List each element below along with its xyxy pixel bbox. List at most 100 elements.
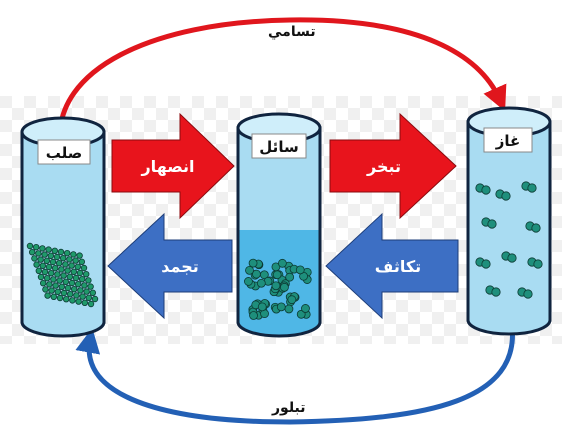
- particle: [66, 256, 73, 263]
- particle: [31, 255, 38, 262]
- particle: [41, 251, 48, 258]
- particle: [79, 293, 86, 300]
- particle: [245, 265, 254, 275]
- deposition-curve: [75, 325, 515, 425]
- particle: [82, 271, 90, 278]
- particle: [57, 248, 65, 256]
- liquid-label: سائل: [259, 138, 298, 156]
- particle: [58, 266, 65, 273]
- particle: [74, 263, 81, 270]
- particle: [52, 265, 59, 272]
- particle: [280, 282, 289, 292]
- particle: [301, 304, 310, 313]
- particle: [62, 278, 70, 285]
- particle: [78, 276, 86, 283]
- liquid-label-box: [251, 133, 307, 159]
- particle: [244, 277, 253, 286]
- particle: [287, 295, 297, 305]
- particle: [41, 268, 49, 276]
- particle: [50, 276, 57, 283]
- particle: [33, 261, 40, 268]
- particle: [276, 302, 286, 312]
- particle: [66, 291, 74, 298]
- sublimation-curve: [57, 17, 507, 143]
- condensation-label: تكاثف: [375, 257, 421, 276]
- particle: [48, 287, 55, 294]
- particle: [77, 287, 84, 294]
- particle: [81, 299, 88, 306]
- freezing-arrow: [107, 212, 233, 320]
- particle: [248, 258, 258, 268]
- particle: [50, 293, 57, 300]
- particle: [70, 268, 77, 275]
- particle: [44, 292, 51, 299]
- particle: [64, 267, 71, 274]
- melting-arrow: [111, 112, 235, 220]
- particle: [256, 278, 266, 288]
- particle: [64, 284, 72, 292]
- liquid-container: [236, 112, 322, 338]
- particle: [63, 249, 71, 257]
- gas-container: [466, 106, 552, 336]
- particle: [60, 255, 67, 262]
- particle: [80, 264, 88, 272]
- particle: [54, 288, 61, 295]
- particle: [29, 248, 36, 256]
- particle: [284, 304, 294, 314]
- particle: [51, 247, 58, 254]
- particle: [62, 296, 70, 303]
- particle: [45, 263, 53, 271]
- particle: [44, 275, 51, 282]
- particle: [37, 256, 44, 263]
- particle: [62, 261, 69, 268]
- gas-label-box: [483, 127, 533, 153]
- liquid-particles: [244, 258, 312, 320]
- freezing-label: تجمد: [161, 257, 199, 276]
- particle: [45, 246, 52, 253]
- particle: [75, 298, 82, 305]
- particle: [74, 281, 82, 288]
- particle: [81, 282, 88, 289]
- particle: [56, 294, 64, 302]
- melting-label: انصهار: [140, 157, 194, 176]
- particle: [35, 267, 42, 274]
- particle: [68, 262, 75, 269]
- particle: [49, 258, 57, 266]
- particle: [87, 283, 94, 290]
- particle: [43, 257, 50, 264]
- particle: [54, 271, 61, 278]
- evaporation-arrow: [329, 112, 457, 220]
- particle: [72, 274, 80, 282]
- particle: [56, 260, 63, 267]
- particle: [37, 273, 45, 281]
- solid-label-box: [37, 139, 91, 165]
- particle: [533, 259, 543, 269]
- particle: [272, 270, 282, 280]
- particle: [491, 287, 501, 297]
- particle: [47, 252, 54, 259]
- particle: [257, 302, 267, 312]
- particle: [83, 288, 90, 295]
- particle: [523, 289, 533, 299]
- particle: [48, 270, 55, 277]
- particle: [46, 281, 53, 288]
- particle: [69, 297, 76, 304]
- particle: [259, 270, 269, 280]
- particle: [285, 272, 295, 282]
- particle: [501, 191, 511, 201]
- particle: [78, 258, 85, 265]
- particle: [531, 223, 541, 233]
- evaporation-label: تبخر: [366, 157, 401, 176]
- particle: [35, 250, 42, 257]
- gas-particles: [475, 181, 543, 299]
- particle: [33, 243, 40, 251]
- particle: [277, 258, 287, 268]
- particle: [39, 245, 46, 252]
- particle: [26, 242, 34, 250]
- particle: [70, 251, 77, 258]
- sublimation-label: تسامي: [268, 24, 316, 40]
- particle: [60, 272, 67, 279]
- solid-container: [20, 116, 106, 338]
- particle: [85, 294, 92, 301]
